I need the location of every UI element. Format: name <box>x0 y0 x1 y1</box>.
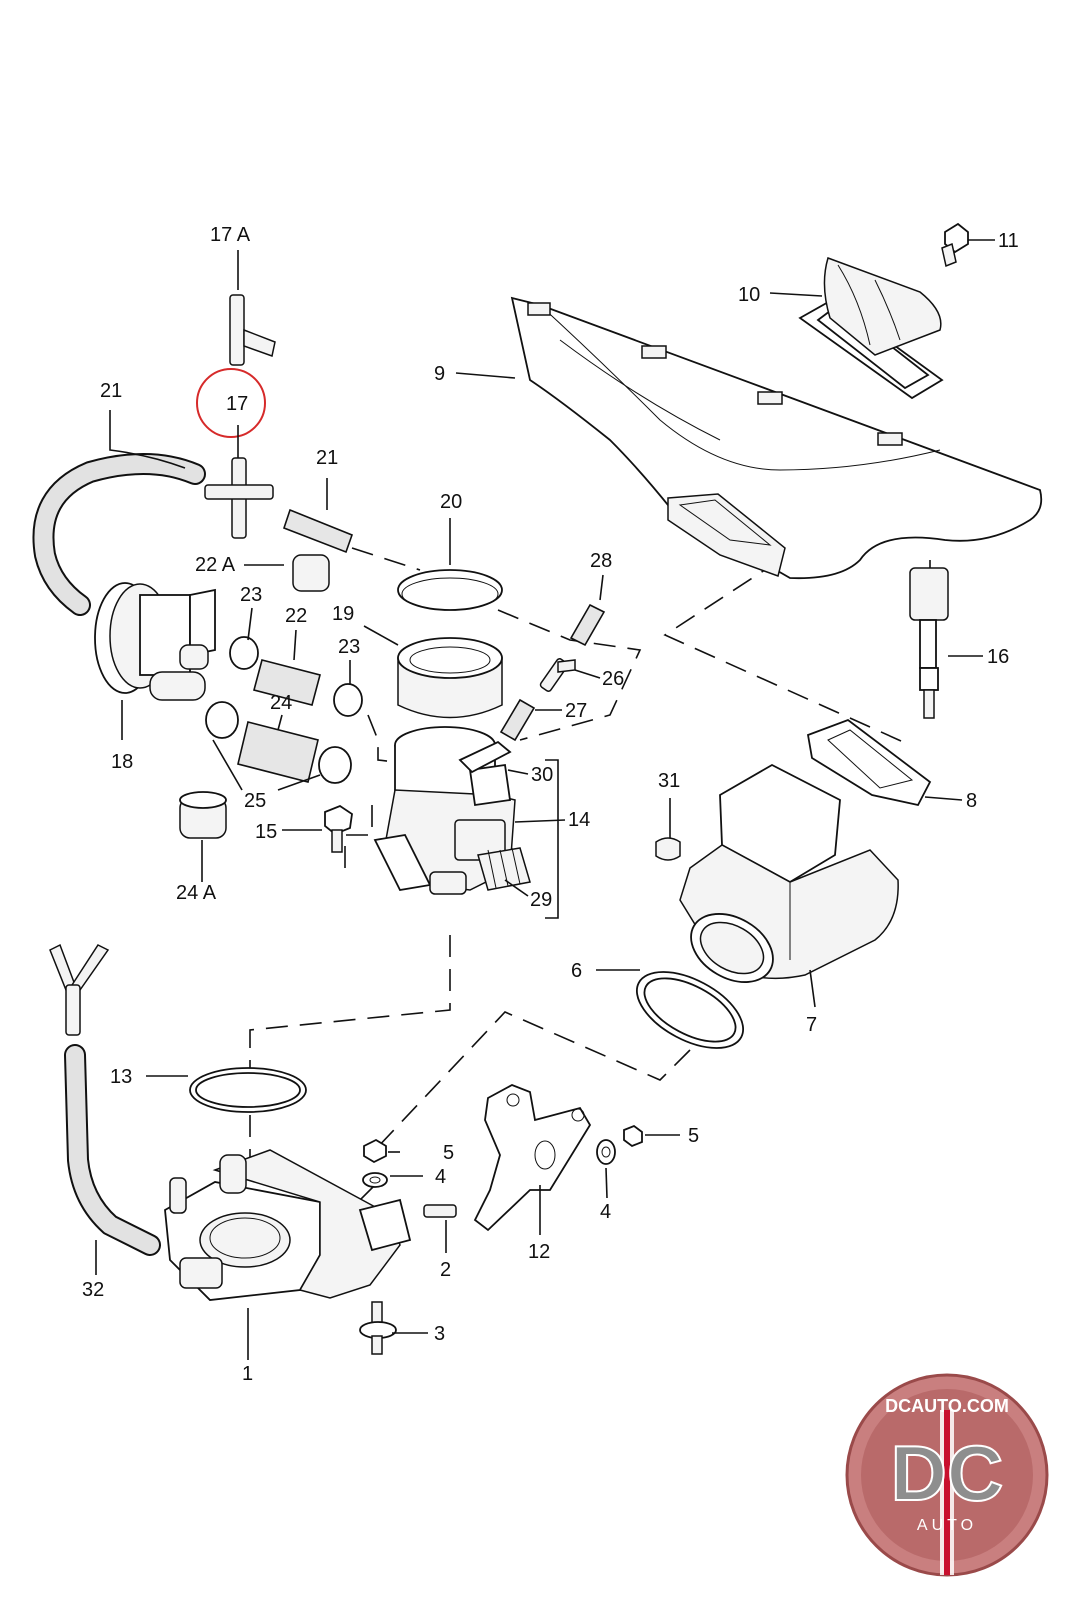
plug-part-31 <box>655 837 681 861</box>
assembly-line-filter-to-throttle <box>497 609 642 741</box>
label-11: 11 <box>998 230 1019 252</box>
intake-manifold-part-1 <box>164 1149 412 1301</box>
label-17a: 17 A <box>210 224 251 246</box>
washer-part-4-right <box>596 1139 616 1165</box>
logo-top-text: DCAUTO.COM <box>885 1396 1009 1416</box>
label-14: 14 <box>568 809 590 831</box>
intake-duct-part-9 <box>510 296 1043 580</box>
logo-bottom-text: AUTO <box>917 1517 977 1534</box>
assembly-line-bracket-15 <box>344 805 373 870</box>
gasket-part-8 <box>806 718 932 807</box>
screw-part-15 <box>324 804 353 853</box>
assembly-line-throttle-to-ring <box>249 935 451 1070</box>
label-23-right: 23 <box>338 636 360 658</box>
air-flow-meter-part-7 <box>679 763 899 983</box>
y-connector-part-32 <box>49 943 110 1036</box>
hose-part-32 <box>64 1044 161 1256</box>
bracket-part-12 <box>473 1084 592 1232</box>
label-32: 32 <box>82 1279 104 1301</box>
hose-part-22 <box>253 659 321 706</box>
hose-part-21-short <box>282 508 354 554</box>
air-filter-part-19 <box>397 637 503 719</box>
valve-part-18 <box>94 582 216 701</box>
label-21-left: 21 <box>100 380 122 402</box>
label-23-left: 23 <box>240 584 262 606</box>
label-3: 3 <box>434 1323 445 1345</box>
clamp-part-25-a <box>205 701 239 739</box>
hose-part-27 <box>499 698 536 742</box>
label-13: 13 <box>110 1066 132 1088</box>
washer-part-4-left <box>362 1172 388 1188</box>
label-22a: 22 A <box>195 554 236 576</box>
clamp-part-23-b <box>333 683 363 717</box>
bolt-part-11 <box>941 222 969 268</box>
label-2: 2 <box>440 1259 451 1281</box>
part-17-highlight-circle <box>196 368 266 438</box>
clamp-part-23-a <box>229 636 259 670</box>
hose-part-24 <box>237 721 319 783</box>
label-20: 20 <box>440 491 462 513</box>
bracket-line-14 <box>545 759 559 919</box>
stud-part-16 <box>909 567 949 719</box>
t-piece-part-17a <box>229 294 276 366</box>
label-5-left: 5 <box>443 1142 454 1164</box>
seal-ring-part-13 <box>189 1067 307 1113</box>
label-17: 17 <box>226 393 248 415</box>
label-6: 6 <box>571 960 582 982</box>
clamp-band-part-20 <box>397 569 503 611</box>
stud-part-2 <box>423 1204 457 1218</box>
label-4-right: 4 <box>600 1201 611 1223</box>
assembly-line-clamp-23 <box>367 714 396 763</box>
assembly-line-hose-to-clamp <box>351 547 421 571</box>
part-labels: 17 A 17 21 21 20 22 A 23 22 19 23 24 18 … <box>82 224 1019 1385</box>
hose-part-28 <box>569 603 606 647</box>
label-5-right: 5 <box>688 1125 699 1147</box>
label-26: 26 <box>602 668 624 690</box>
label-25: 25 <box>244 790 266 812</box>
label-7: 7 <box>806 1014 817 1036</box>
label-18: 18 <box>111 751 133 773</box>
t-fitting-part-26 <box>539 658 576 692</box>
logo-letters: DC <box>891 1429 1004 1517</box>
label-9: 9 <box>434 363 445 385</box>
label-30: 30 <box>531 764 553 786</box>
nut-part-5-right <box>623 1124 643 1148</box>
label-28: 28 <box>590 550 612 572</box>
dcauto-logo: DCAUTO.COM DC AUTO <box>845 1373 1049 1577</box>
label-15: 15 <box>255 821 277 843</box>
label-21-right: 21 <box>316 447 338 469</box>
clamp-part-25-b <box>318 746 352 784</box>
lever-part-30 <box>458 740 512 774</box>
t-piece-part-17 <box>204 457 274 539</box>
flange-part-10 <box>798 257 944 400</box>
sleeve-part-22a <box>292 554 330 592</box>
label-12: 12 <box>528 1241 550 1263</box>
label-31: 31 <box>658 770 680 792</box>
label-8: 8 <box>966 790 977 812</box>
assembly-line-nut-manifold <box>349 1184 376 1211</box>
seal-ring-part-6 <box>635 971 745 1049</box>
label-10: 10 <box>738 284 760 306</box>
mount-part-3 <box>359 1301 397 1355</box>
assembly-line-seal-to-nut <box>374 1011 691 1151</box>
label-24: 24 <box>270 692 292 714</box>
label-1: 1 <box>242 1363 253 1385</box>
label-29: 29 <box>530 889 552 911</box>
spring-part-29 <box>477 847 531 891</box>
assembly-line-duct-to-gasket <box>663 559 911 746</box>
label-22: 22 <box>285 605 307 627</box>
nut-part-5-left <box>363 1138 387 1164</box>
label-16: 16 <box>987 646 1009 668</box>
sleeve-part-24a <box>179 791 227 839</box>
label-24a: 24 A <box>176 882 217 904</box>
hose-part-21-long <box>32 452 206 616</box>
label-19: 19 <box>332 603 354 625</box>
label-4-left: 4 <box>435 1166 446 1188</box>
leader-lines <box>95 239 995 1360</box>
label-27: 27 <box>565 700 587 722</box>
